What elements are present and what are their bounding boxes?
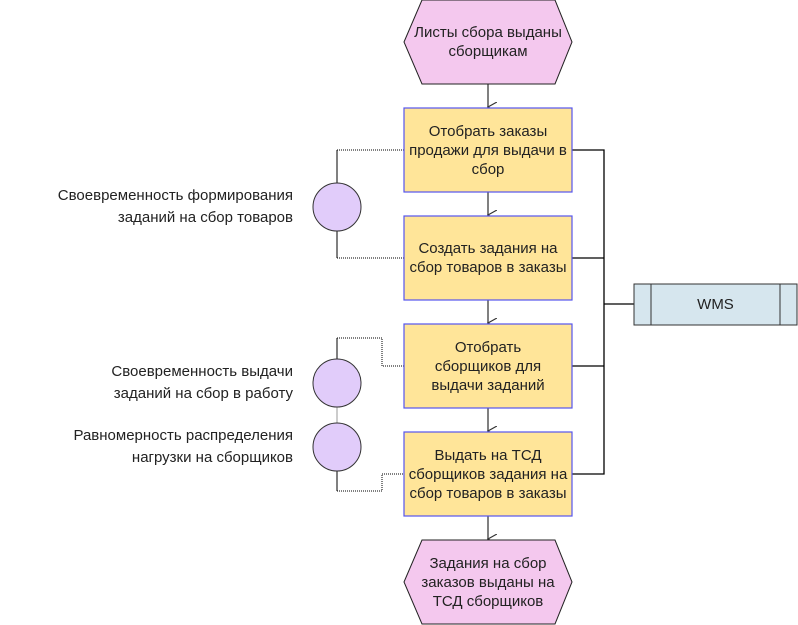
kpi-circle-2 — [312, 358, 362, 408]
start-event — [403, 0, 573, 85]
kpi-circle-3 — [312, 422, 362, 472]
kpi-circle-1 — [312, 182, 362, 232]
function-box-4 — [403, 431, 573, 517]
end-event-label: Задания на сбор заказов выданы на ТСД сб… — [421, 554, 555, 610]
kpi-connectors — [336, 149, 404, 492]
function-box-3 — [403, 323, 573, 409]
function-box-2 — [403, 215, 573, 301]
system-box — [633, 283, 798, 326]
system-label: WMS — [697, 296, 734, 313]
start-event-label: Листы сбора выданы сборщикам — [414, 24, 562, 60]
kpi-label-1: Своевременность формирования заданий на … — [57, 187, 293, 226]
function-label-4: Выдать на ТСД сборщиков задания на сбор … — [408, 446, 568, 502]
kpi-label-2: Своевременность выдачи заданий на сбор в… — [111, 363, 293, 402]
function-label-2: Создать задания на сбор товаров в заказы — [409, 240, 567, 276]
function-label-1: Отобрать заказы продажи для выдачи в сбо… — [409, 122, 567, 178]
function-box-1 — [403, 107, 573, 193]
function-label-3: Отобрать сборщиков для выдачи заданий — [431, 338, 545, 394]
system-connectors — [572, 149, 634, 475]
kpi-label-3: Равномерность распределения нагрузки на … — [73, 427, 293, 466]
end-event — [403, 539, 573, 625]
